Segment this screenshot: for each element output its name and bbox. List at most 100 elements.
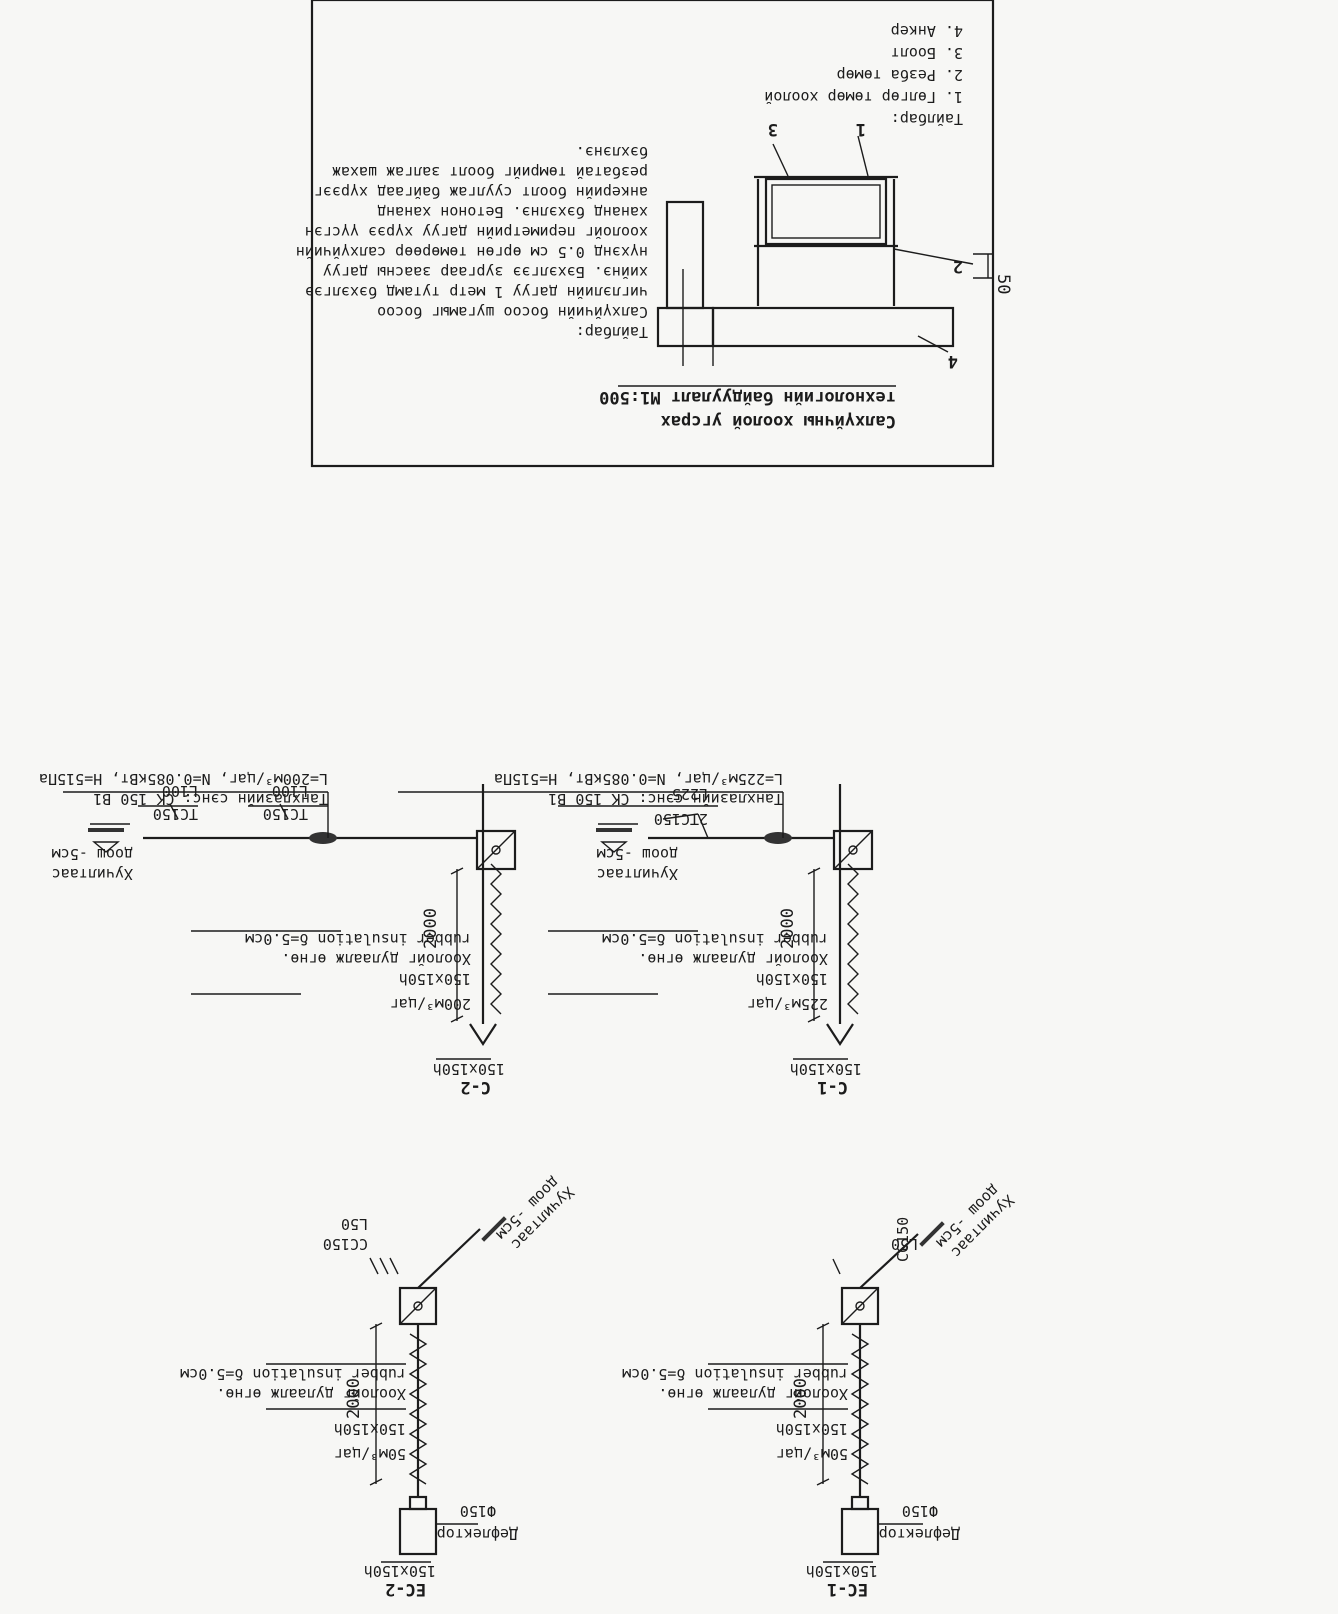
- ec2-deflector: [398, 1507, 438, 1556]
- note-line: резбатай төмрийг боолт залгаж шахаж: [332, 163, 648, 181]
- ec1-grille: СС150: [894, 1217, 912, 1262]
- ec1-deflector-label: Дефлектор: [879, 1525, 960, 1543]
- ec1-size: 150х150h: [806, 1562, 878, 1580]
- system-ec2: ЕС-2 150х150h Дефлектор Ф150 50м³/цаг 15…: [180, 1173, 578, 1599]
- marker-2: 2: [953, 256, 963, 276]
- c1-ground-level: доош -5см: [597, 845, 678, 863]
- c1-intake-arrow: [826, 1023, 854, 1047]
- floor-slab: [711, 306, 955, 348]
- c2-insulation-2: rubber insulation δ=5.0см: [245, 930, 471, 948]
- note-line: бэхлэнэ.: [576, 143, 648, 161]
- c2-grille-a-l: L100: [272, 782, 308, 800]
- detail-title-1: Салхүйчны хоолой угсрах: [661, 411, 896, 431]
- legend-item: 2. Резба төмөр: [837, 66, 963, 84]
- c2-grille-b: ТС150: [153, 805, 198, 823]
- ec2-duct: 150х150h: [334, 1420, 406, 1438]
- system-c1: С-1 150х150h 225м³/цаг 150х150h Хоолойг …: [398, 770, 874, 1097]
- c1-grille: 2ТС150: [654, 810, 708, 828]
- detail-frame: [310, 0, 995, 468]
- note-line: Салхүйчийн босоо шугамыг босоо: [377, 303, 648, 321]
- ec1-branch: [859, 1233, 919, 1289]
- c2-name: С-2: [460, 1077, 491, 1097]
- note-line: хоолойг периметрийн дагуу хүрээ үүсгэн: [305, 223, 648, 241]
- notes-heading: Тайлбар:: [576, 323, 648, 341]
- ec2-name: ЕС-2: [385, 1579, 426, 1599]
- ec2-phi: Ф150: [460, 1502, 496, 1520]
- ec1-insulation-2: rubber insulation δ=5.0см: [622, 1365, 848, 1383]
- c1-grille-l: L225: [672, 785, 708, 803]
- ec1-ground-plate: [919, 1221, 945, 1247]
- system-c2: С-2 150х150h 200м³/цаг 150х150h Хоолойг …: [39, 770, 517, 1097]
- ec1-duct: 150х150h: [776, 1420, 848, 1438]
- ec2-deflector-label: Дефлектор: [437, 1525, 518, 1543]
- c1-height: 2000: [778, 908, 798, 949]
- c2-ground-level: доош -5см: [52, 845, 133, 863]
- legend-item: 3. Боолт: [891, 44, 963, 62]
- c2-duct: 150х150h: [399, 970, 471, 988]
- note-line: нүхэнд 0.5 см өргөн төмөрөөр салхүйчийн: [296, 243, 648, 261]
- ec2-flow: 50м³/цаг: [334, 1445, 406, 1463]
- wall-column: [665, 200, 705, 310]
- c2-grille-b-l: L100: [162, 782, 198, 800]
- ec2-height: 2000: [344, 1378, 364, 1419]
- system-ec1: ЕС-1 150х150h Дефлектор Ф150 50м³/цаг 15…: [622, 1181, 1018, 1599]
- ec2-branch: [417, 1228, 481, 1289]
- duct-section: [764, 177, 888, 246]
- c2-elbow-box: [475, 829, 517, 871]
- marker-3: 3: [768, 119, 778, 139]
- c2-height: 2000: [421, 908, 441, 949]
- c2-fan-params: L=200м³/цаг, N=0.085кВт, H=515Па: [39, 770, 328, 788]
- c1-fan: Танхлазийн сэнс: СК 150 В1: [548, 790, 783, 808]
- c2-fan: Танхлазийн сэнс: СК 150 В1: [93, 790, 328, 808]
- ec2-insulation-2: rubber insulation δ=5.0см: [180, 1365, 406, 1383]
- note-line: хананд бэхэлнэ. Бетонон хананд: [377, 203, 648, 221]
- dim-50: 50: [993, 274, 1013, 294]
- c1-flow: 225м³/цаг: [747, 995, 828, 1013]
- c2-grille-a: ТС150: [263, 805, 308, 823]
- ec1-grille-l: L50: [891, 1235, 918, 1253]
- ec1-insulation-1: Хоолойг дулаалж өгнө.: [658, 1385, 848, 1403]
- c1-insulation: [847, 863, 859, 1015]
- c1-ground-label: Хучилтаас: [597, 865, 678, 883]
- note-line: хийнэ. Бэхэлгээ зургаар заасны дагуу: [323, 263, 648, 281]
- ec1-name: ЕС-1: [827, 1579, 868, 1599]
- marker-1: 1: [856, 119, 866, 139]
- ec2-grille-l: L50: [341, 1215, 368, 1233]
- ec2-ground-plate: [481, 1216, 507, 1242]
- ec1-phi: Ф150: [902, 1502, 938, 1520]
- legend-item: 4. Анкер: [891, 22, 963, 40]
- wall-base: [656, 306, 715, 348]
- ec2-insulation: [408, 1333, 428, 1485]
- c2-insulation-1: Хоолойг дулаалж өгнө.: [281, 950, 471, 968]
- c2-flow: 200м³/цаг: [390, 995, 471, 1013]
- c1-ground-plate: [596, 828, 632, 832]
- c1-fan-symbol: [764, 832, 792, 844]
- duct-inner: [771, 184, 881, 239]
- c1-elbow-box: [832, 829, 874, 871]
- detail-legend: Тайлбар: 1. Гөлгөр төмөр хоолой 2. Резба…: [764, 22, 963, 128]
- c2-ground-marker: [92, 841, 120, 853]
- note-line: анкерийн боолт суулгаж байгаад хүрээг: [314, 183, 648, 201]
- ec1-deflector: [840, 1507, 880, 1556]
- ec2-insulation-1: Хоолойг дулаалж өгнө.: [216, 1385, 406, 1403]
- c2-ground-plate: [88, 828, 124, 832]
- c1-insulation-1: Хоолойг дулаалж өгнө.: [638, 950, 828, 968]
- ec1-height: 2000: [791, 1378, 811, 1419]
- c1-size: 150х150h: [790, 1060, 862, 1078]
- marker-4: 4: [948, 351, 958, 371]
- ec2-size: 150х150h: [364, 1562, 436, 1580]
- legend-item: 1. Гөлгөр төмөр хоолой: [764, 88, 963, 106]
- legend-heading: Тайлбар:: [891, 110, 963, 128]
- c1-name: С-1: [817, 1077, 848, 1097]
- c1-insulation-2: rubber insulation δ=5.0см: [602, 930, 828, 948]
- c1-fan-params: L=225м³/цаг, N=0.085кВт, H=515Па: [494, 770, 783, 788]
- note-line: чиглэлийн дагуу 1 метр тутамд бэхэлгээ: [305, 283, 648, 301]
- ec1-insulation: [850, 1333, 870, 1485]
- c2-fan-symbol: [309, 832, 337, 844]
- detail-title-2: технологийн байдуулалт М1:500: [599, 387, 896, 407]
- c1-ground-marker: [600, 841, 628, 853]
- detail-panel: 50 1 2 3 4 Салхүйчны хоолой угсрах техно…: [296, 0, 1013, 468]
- c2-insulation: [490, 863, 502, 1015]
